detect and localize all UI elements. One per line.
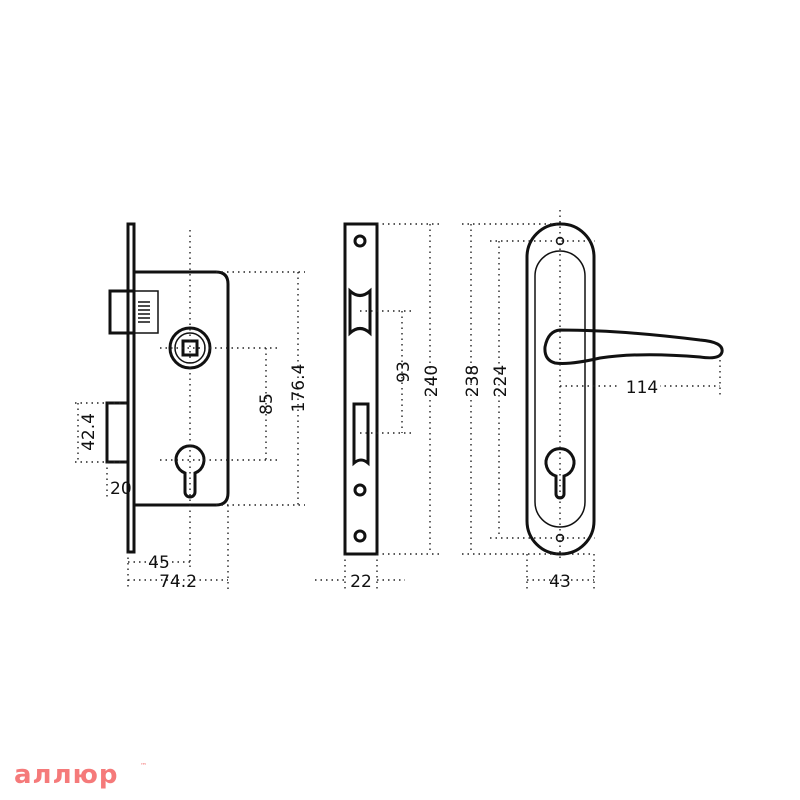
dim-strike-distance: 93 — [394, 361, 414, 383]
latch-spring — [133, 290, 159, 334]
dim-body-width: 74.2 — [159, 572, 197, 592]
dim-deadbolt-offset: 20 — [110, 479, 132, 499]
latch-bolt — [108, 289, 136, 335]
strike-plate: 93 240 22 — [315, 222, 442, 592]
lever-handle — [543, 328, 724, 365]
cylinder-hole — [174, 444, 206, 499]
bolt-opening — [352, 402, 370, 467]
dim-screw-spacing: 224 — [491, 365, 511, 397]
dim-plate-height: 238 — [463, 365, 483, 397]
deadbolt — [105, 401, 130, 464]
brand-logo: аллюр ™ — [14, 760, 147, 790]
mortise-lock — [105, 222, 230, 554]
cylinder-hole — [544, 447, 576, 500]
dim-strike-height: 240 — [422, 365, 442, 397]
latch-opening — [348, 287, 372, 337]
lock-case — [134, 270, 230, 507]
screw-hole — [353, 483, 367, 497]
handle-plate: 238 224 114 43 — [462, 210, 724, 592]
dim-deadbolt-height: 42.4 — [79, 413, 99, 451]
dim-lever-length: 114 — [626, 378, 658, 398]
dim-backset: 45 — [148, 553, 170, 573]
dim-center-distance: 85 — [257, 393, 277, 415]
svg-text:аллюр: аллюр — [14, 760, 119, 790]
dim-strike-width: 22 — [350, 572, 372, 592]
screw-hole — [353, 529, 367, 543]
dim-lock-height: 176.4 — [289, 364, 309, 413]
lock-dimensions: 176.4 85 42.4 20 45 74.2 — [75, 230, 309, 592]
lock-faceplate — [126, 222, 136, 554]
spindle-square — [181, 339, 199, 357]
dim-plate-width: 43 — [549, 572, 571, 592]
screw-hole — [353, 234, 367, 248]
svg-text:™: ™ — [140, 762, 147, 770]
